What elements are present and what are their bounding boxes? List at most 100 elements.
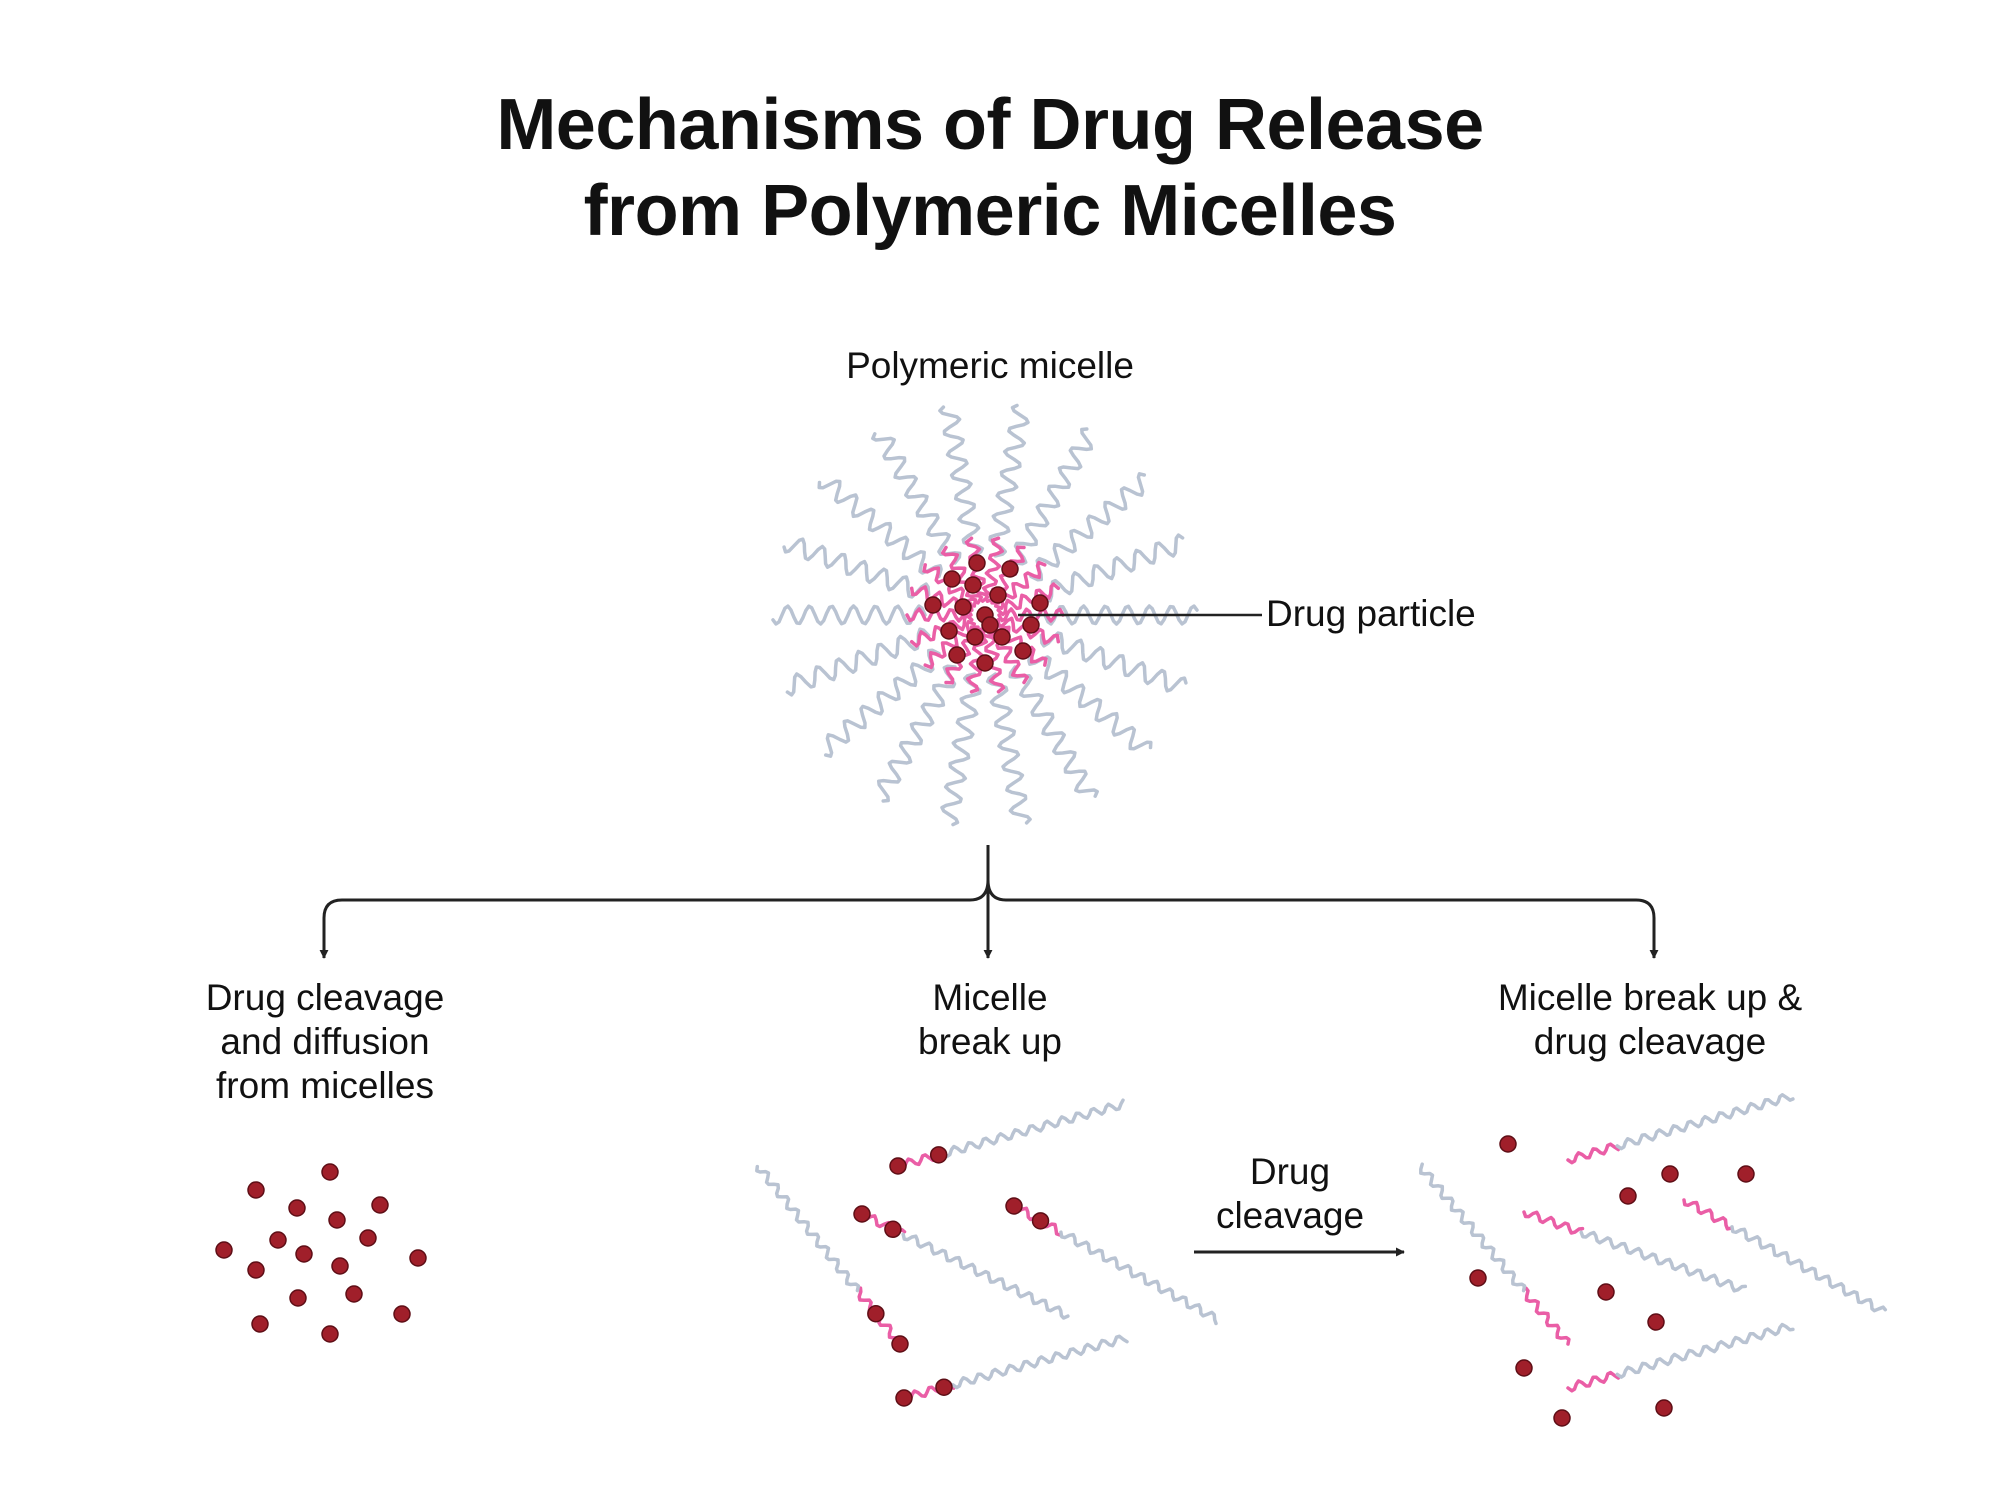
drug-particle xyxy=(1022,616,1040,634)
core-polymer-segment xyxy=(1566,1142,1621,1165)
shell-polymer-chain xyxy=(1043,604,1199,626)
drug-particle xyxy=(853,1205,871,1223)
drug-particle xyxy=(328,1211,346,1229)
shell-polymer-segment xyxy=(951,1334,1129,1390)
drug-particle xyxy=(289,1289,307,1307)
drug-particle xyxy=(345,1285,363,1303)
shell-polymer-chain xyxy=(985,672,1032,825)
drug-particle xyxy=(1499,1135,1517,1153)
drug-particle xyxy=(1031,1212,1050,1230)
diagram-title: Mechanisms of Drug Release from Polymeri… xyxy=(0,82,1980,254)
drug-particle xyxy=(1469,1269,1487,1287)
label-drug-particle: Drug particle xyxy=(1266,593,1476,634)
shell-polymer-chain xyxy=(876,664,957,803)
shell-polymer-chain xyxy=(785,627,931,697)
drug-particle xyxy=(895,1389,913,1407)
branch-right-line-1: Micelle break up & xyxy=(1497,977,1803,1018)
core-polymer-chain xyxy=(940,545,984,605)
core-polymer-chain xyxy=(905,607,973,623)
drug-particle xyxy=(968,554,986,572)
shell-polymer-chain xyxy=(940,672,982,827)
drug-particle xyxy=(948,646,966,664)
drug-particle xyxy=(1031,594,1049,612)
label-branch-right: Micelle break up & drug cleavage xyxy=(1440,976,1860,1064)
shell-polymer-segment xyxy=(755,1164,861,1293)
shell-polymer-chain xyxy=(1008,665,1099,798)
drug-particle xyxy=(321,1163,339,1181)
drug-particle xyxy=(935,1378,953,1396)
branch-middle-line-1: Micelle xyxy=(932,977,1048,1018)
drug-particle xyxy=(371,1196,389,1214)
label-branch-left: Drug cleavage and diffusion from micelle… xyxy=(165,976,485,1108)
shell-polymer-chain xyxy=(871,432,962,565)
drug-particle xyxy=(393,1305,411,1323)
drug-particle xyxy=(247,1261,265,1279)
core-polymer-segment xyxy=(1524,1286,1571,1346)
shell-polymer-chain xyxy=(1039,533,1185,603)
drug-particle xyxy=(940,622,958,640)
shell-polymer-chain xyxy=(782,537,931,599)
polymeric-micelle-icon xyxy=(771,403,1199,827)
arrow-to-left-branch xyxy=(319,845,990,959)
core-polymer-segment xyxy=(1566,1370,1621,1393)
drug-particle xyxy=(1737,1165,1755,1183)
drug-particle xyxy=(884,1220,902,1239)
drug-particle xyxy=(1647,1313,1665,1331)
drug-particle xyxy=(1001,560,1019,578)
shell-polymer-segment xyxy=(941,1098,1125,1159)
core-polymer-chain xyxy=(996,582,1061,617)
drug-particle xyxy=(964,576,982,594)
drug-particle xyxy=(321,1325,339,1343)
cleaved-micelle-chains xyxy=(1419,1093,1888,1427)
branch-left-line-1: Drug cleavage xyxy=(205,977,445,1018)
drug-particle xyxy=(929,1146,948,1164)
step-line-1: Drug xyxy=(1249,1151,1331,1192)
step-line-2: cleavage xyxy=(1215,1195,1365,1236)
drug-particle xyxy=(943,570,961,588)
drug-particle xyxy=(1515,1359,1533,1377)
drug-particle xyxy=(954,598,972,616)
drug-particle xyxy=(1005,1197,1023,1215)
drug-particle xyxy=(359,1229,377,1247)
drug-particle xyxy=(247,1181,265,1199)
drug-particle xyxy=(1661,1165,1679,1183)
shell-polymer-chain xyxy=(1013,427,1094,566)
drug-particle xyxy=(867,1304,885,1323)
shell-polymer-segment xyxy=(1579,1230,1748,1293)
drug-particle xyxy=(1553,1409,1571,1427)
drug-particle xyxy=(295,1245,313,1263)
branch-right-line-2: drug cleavage xyxy=(1533,1021,1767,1062)
broken-micelle-chains xyxy=(755,1098,1218,1407)
core-polymer-segment xyxy=(1682,1198,1734,1231)
drug-particle xyxy=(993,628,1011,646)
shell-polymer-chain xyxy=(938,405,985,558)
shell-polymer-chain xyxy=(1039,631,1188,693)
drug-particle xyxy=(976,654,994,672)
shell-polymer-segment xyxy=(1615,1322,1795,1379)
branch-left-line-2: and diffusion xyxy=(220,1021,430,1062)
core-polymer-segment xyxy=(1522,1210,1585,1235)
drug-particle xyxy=(981,616,999,634)
drug-particle xyxy=(1619,1187,1637,1205)
shell-polymer-segment xyxy=(1419,1162,1527,1293)
shell-polymer-segment xyxy=(1059,1230,1218,1326)
drug-particle xyxy=(1597,1283,1615,1301)
branch-middle-line-2: break up xyxy=(918,1021,1062,1062)
arrow-to-right-branch xyxy=(986,879,1659,959)
shell-polymer-segment xyxy=(1730,1225,1888,1313)
drug-particle xyxy=(966,628,984,646)
label-branch-middle: Micelle break up xyxy=(840,976,1140,1064)
title-line-1: Mechanisms of Drug Release xyxy=(496,85,1484,165)
drug-particle xyxy=(989,586,1007,604)
drug-particle xyxy=(269,1231,287,1249)
shell-polymer-chain xyxy=(1029,472,1147,582)
drug-particle xyxy=(331,1257,349,1275)
drug-particle xyxy=(288,1199,306,1217)
free-drug-particles xyxy=(215,1163,427,1343)
shell-polymer-chain xyxy=(1027,651,1153,751)
shell-polymer-chain xyxy=(988,403,1030,558)
drug-particle xyxy=(1014,642,1032,660)
core-polymer-chain xyxy=(981,536,1005,603)
branch-connector xyxy=(319,845,1659,959)
